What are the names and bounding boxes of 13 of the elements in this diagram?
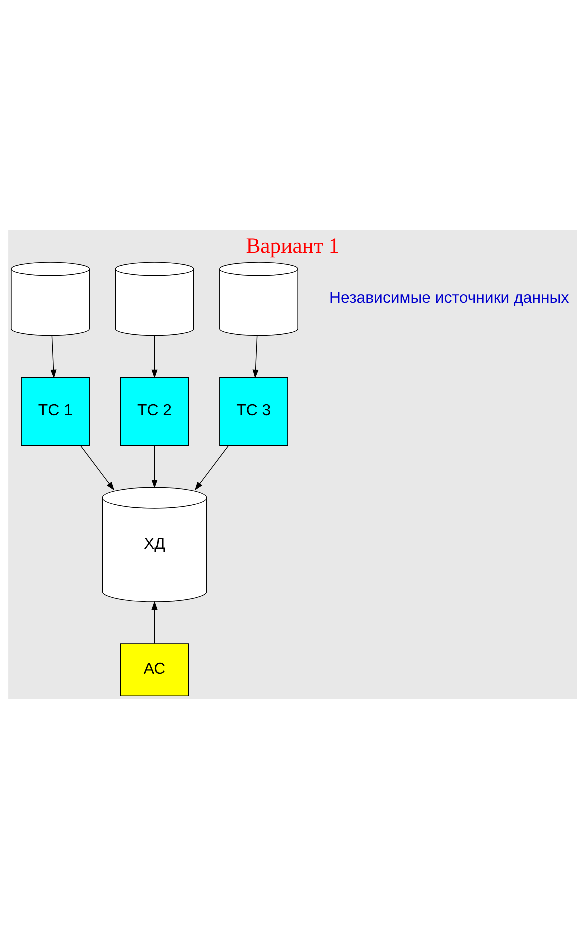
node-box: ТС 3 xyxy=(220,376,288,446)
arrow xyxy=(194,445,229,490)
arrow xyxy=(152,600,158,644)
label: Независимые источники данных xyxy=(329,290,570,307)
arrow xyxy=(50,335,57,378)
node-box: ТС 2 xyxy=(120,376,190,446)
arrow xyxy=(152,445,158,488)
diagram-title: Вариант 1 xyxy=(246,234,340,258)
arrow xyxy=(252,335,259,378)
node-box: АС xyxy=(120,643,190,696)
arrow xyxy=(80,445,115,490)
arrow xyxy=(152,335,158,378)
node-box: ТС 1 xyxy=(21,376,90,446)
